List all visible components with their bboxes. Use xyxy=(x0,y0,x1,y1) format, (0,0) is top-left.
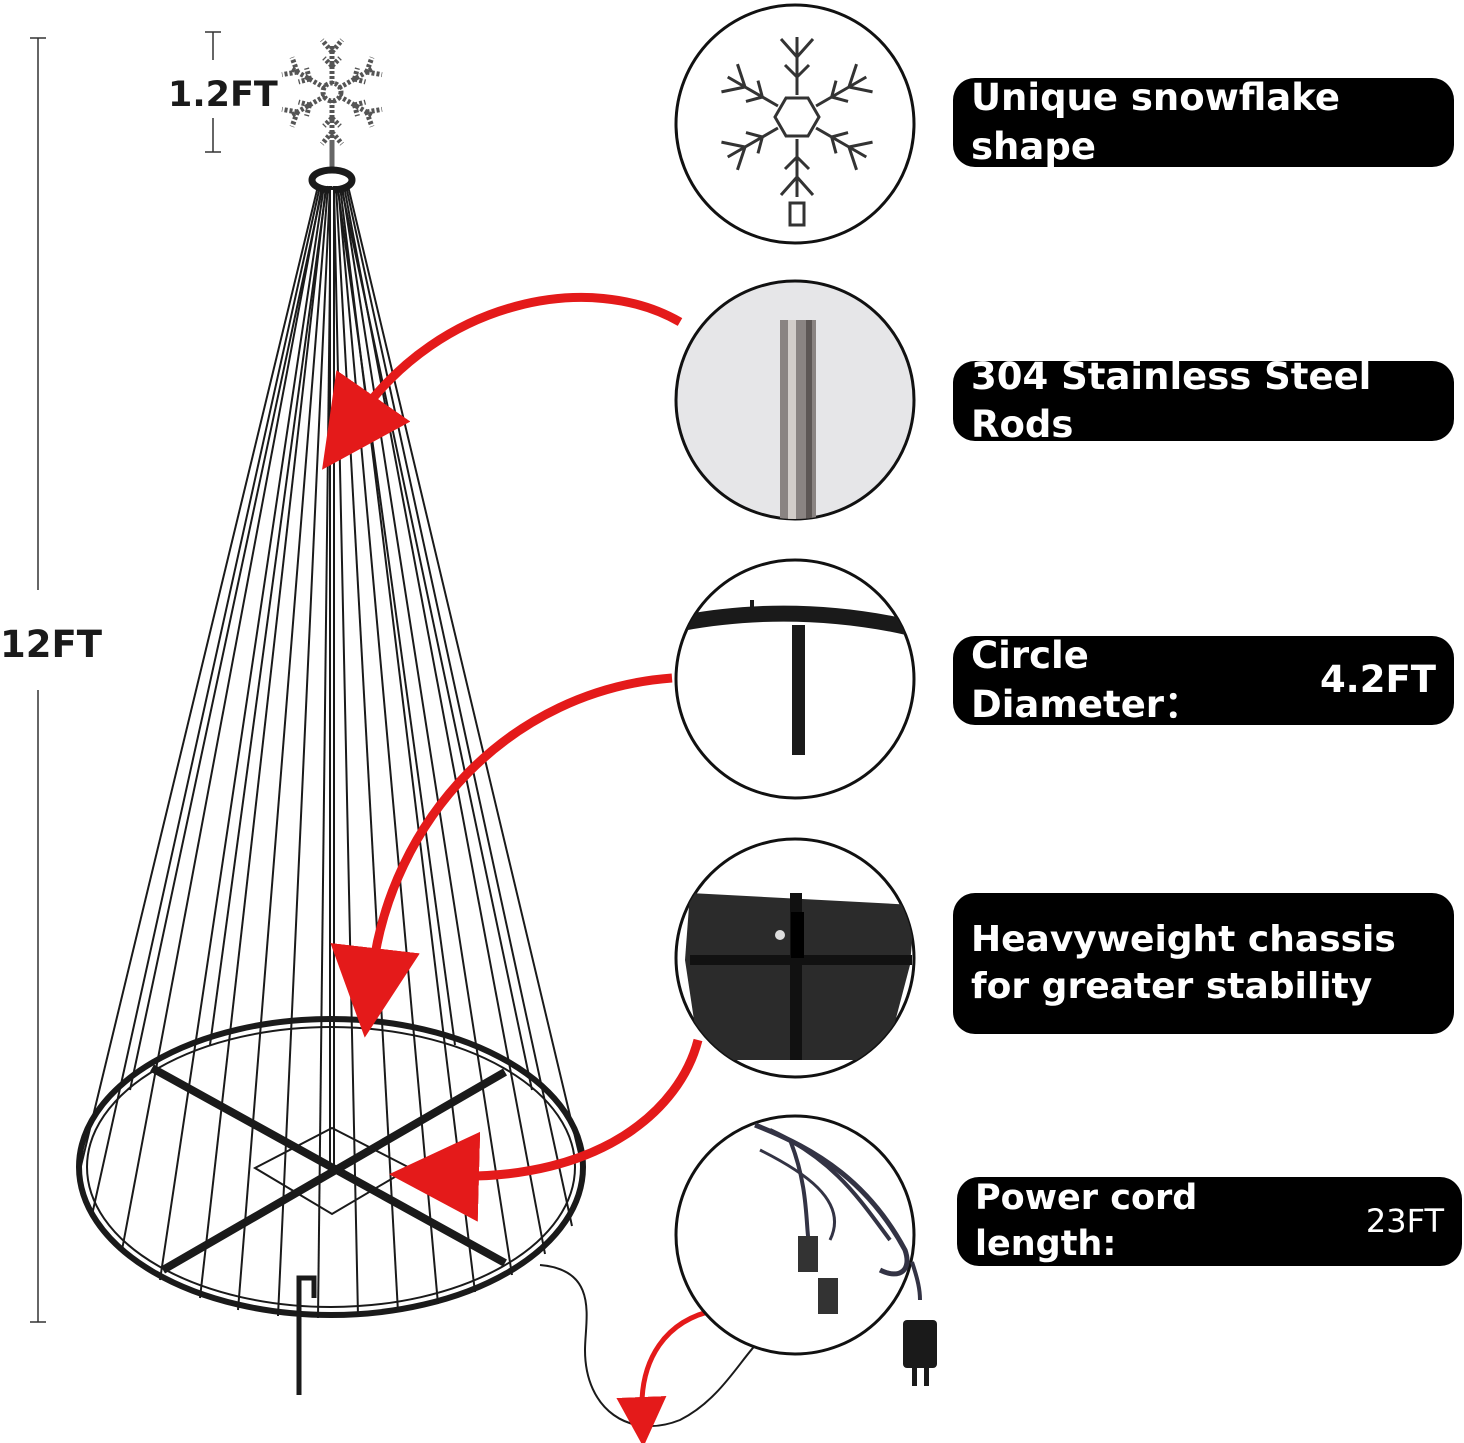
feature-label: 304 Stainless Steel Rods xyxy=(971,354,1372,446)
tree-height-label: 12FT xyxy=(0,622,103,667)
arrow-base xyxy=(389,1038,703,1222)
base-cross xyxy=(150,1064,508,1274)
ring-frame-icon xyxy=(676,600,914,755)
feature-value: 4.2FT xyxy=(1319,658,1436,702)
feature-pill-snowflake: Unique snowflake shape xyxy=(953,76,1454,168)
feature-pill-cord: Power cord length: 23FT xyxy=(957,1177,1462,1266)
feature-label: Heavyweight chassis for greater stabilit… xyxy=(971,918,1396,1007)
power-cord-line xyxy=(539,1264,761,1428)
star-dimension-bar xyxy=(205,31,221,153)
snowflake-shape-icon xyxy=(718,37,876,227)
ground-stake xyxy=(296,1275,317,1395)
arrow-rod xyxy=(322,293,683,470)
callout-arrows xyxy=(322,293,717,1443)
feature-label: Unique snowflake shape xyxy=(971,76,1340,168)
feature-circle-ring xyxy=(674,558,916,800)
power-cord-icon xyxy=(754,1122,937,1386)
snowflake-topper-icon xyxy=(282,38,382,144)
base-plate-icon xyxy=(685,893,914,1060)
feature-label: Power cord length: xyxy=(975,1178,1198,1264)
star-height-label: 1.2FT xyxy=(168,75,278,115)
feature-circle-snowflake xyxy=(674,3,916,245)
feature-value: 23FT xyxy=(1365,1201,1444,1240)
feature-pill-diameter: Circle Diameter： 4.2FT xyxy=(953,634,1454,726)
feature-pill-rods: 304 Stainless Steel Rods xyxy=(953,355,1454,446)
arrow-ring xyxy=(330,673,673,1038)
arrow-cord xyxy=(616,1307,717,1443)
feature-circle-base xyxy=(674,837,916,1079)
feature-circle-cord xyxy=(674,1114,937,1386)
feature-circle-rod xyxy=(674,279,916,521)
height-dimension-bar xyxy=(30,37,46,1323)
feature-label: Circle Diameter： xyxy=(971,634,1202,726)
feature-pill-chassis: Heavyweight chassis for greater stabilit… xyxy=(953,893,1454,1034)
steel-rod-icon xyxy=(780,320,816,519)
